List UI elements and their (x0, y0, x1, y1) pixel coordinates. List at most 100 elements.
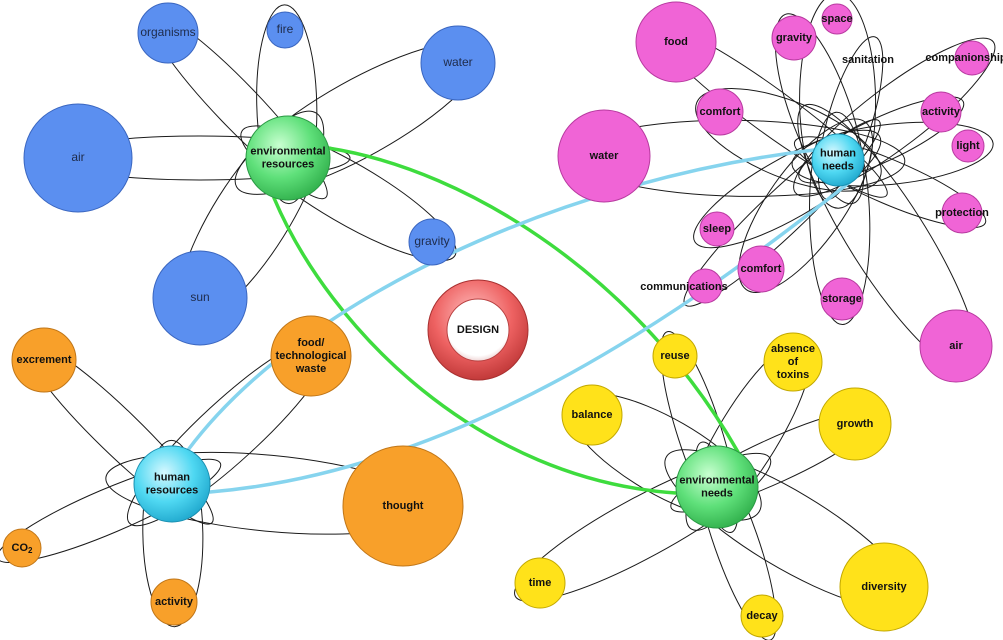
node-absence-of-toxins-circle (763, 332, 823, 392)
node-diversity-label: diversity (861, 581, 907, 593)
node-storage: storage (820, 277, 864, 321)
node-companionship-label: companionship (925, 52, 1003, 64)
node-organisms-label: organisms (140, 25, 195, 39)
node-companionship: companionship (925, 40, 1003, 76)
link-env-resources-to-env-needs-b (272, 196, 678, 495)
node-sun: sun (152, 250, 248, 346)
node-growth-label: growth (837, 418, 874, 430)
node-absence-of-toxins-label: of (788, 356, 799, 368)
hub-environmental-resources-circle (245, 115, 331, 201)
node-activity-label: activity (922, 106, 961, 118)
node-food-waste-circle (270, 315, 352, 397)
environmental_resources-orbit-gravity (240, 125, 457, 262)
node-gravity: gravity (408, 218, 456, 266)
environmental_needs-orbit-decay (695, 441, 777, 640)
node-reuse-circle (652, 333, 698, 379)
node-protection-circle (941, 192, 983, 234)
node-comfort-bottom-circle (737, 245, 785, 293)
node-air-label: air (71, 150, 84, 164)
node-water-label: water (442, 55, 472, 69)
human_needs-orbit-gravity (774, 13, 865, 205)
human_needs-orbit-companionship (793, 37, 996, 197)
design-label: DESIGN (457, 324, 499, 336)
node-water: water (420, 25, 496, 101)
node-sleep: sleep (699, 211, 735, 247)
node-protection-label: protection (935, 207, 989, 219)
link-human-resources-to-human-needs-b (208, 180, 852, 494)
node-air-circle (23, 103, 133, 213)
node-absence-of-toxins-label: absence (771, 343, 815, 355)
node-food-waste-label: technological (276, 350, 347, 362)
node-protection: protection (935, 192, 989, 234)
node-absence-of-toxins-label: toxins (777, 369, 809, 381)
node-activity: activity (920, 91, 962, 133)
environmental_needs-orbit-time (514, 452, 772, 602)
hub-environmental-needs-label: needs (701, 487, 733, 499)
node-activity: activity (150, 578, 198, 626)
node-gravity-circle (408, 218, 456, 266)
node-light-circle (951, 129, 985, 163)
node-growth-circle (818, 387, 892, 461)
hub-human-needs-circle (811, 133, 865, 187)
node-sun-label: sun (190, 290, 209, 304)
hub-environmental-resources-label: resources (262, 158, 315, 170)
node-comfort-bottom: comfort (737, 245, 785, 293)
node-fire-label: fire (277, 22, 294, 36)
design-inner-circle (446, 298, 510, 362)
hub-environmental-resources-label: environmental (250, 145, 325, 157)
hub-layer: environmentalresourceshumanneedshumanres… (133, 115, 865, 529)
node-storage-label: storage (822, 293, 862, 305)
node-organisms: organisms (137, 2, 199, 64)
node-time: time (514, 557, 566, 609)
node-sleep-circle (699, 211, 735, 247)
node-activity-label: activity (155, 596, 194, 608)
node-space: space (821, 3, 853, 35)
human_needs-orbit-storage (809, 111, 871, 326)
node-sun-circle (152, 250, 248, 346)
node-food-waste-label: food/ (298, 337, 325, 349)
node-excrement: excrement (11, 327, 77, 393)
node-balance: balance (561, 384, 623, 446)
node-water-label: water (589, 150, 619, 162)
node-balance-label: balance (572, 409, 613, 421)
node-air: air (23, 103, 133, 213)
design-center: DESIGN (427, 279, 529, 381)
node-organisms-circle (137, 2, 199, 64)
node-light-label: light (956, 140, 980, 152)
hub-human-resources-circle (133, 445, 211, 523)
node-co2: CO2 (2, 528, 42, 568)
hub-environmental-needs-circle (675, 445, 759, 529)
node-sanitation-label: sanitation (842, 54, 894, 66)
node-reuse-label: reuse (660, 350, 689, 362)
node-fire: fire (266, 11, 304, 49)
node-communications-label: communications (640, 281, 727, 293)
hub-human-resources-label: human (154, 471, 190, 483)
node-time-label: time (529, 577, 552, 589)
human_needs-orbit-comfort-top (695, 88, 882, 192)
node-diversity-circle (839, 542, 929, 632)
node-comfort-bottom-label: comfort (741, 263, 782, 275)
node-space-label: space (821, 13, 852, 25)
node-fire-circle (266, 11, 304, 49)
node-thought-circle (342, 445, 464, 567)
node-space-circle (821, 3, 853, 35)
node-thought-label: thought (383, 500, 424, 512)
node-food-label: food (664, 36, 688, 48)
node-co2-label: CO2 (12, 542, 34, 555)
hub-human-resources-label: resources (146, 484, 199, 496)
node-time-circle (514, 557, 566, 609)
node-comfort-top-label: comfort (700, 106, 741, 118)
human_needs-orbit-sleep (693, 129, 882, 249)
node-decay: decay (740, 594, 784, 638)
node-comfort-top-circle (696, 88, 744, 136)
node-co2-circle (2, 528, 42, 568)
node-storage-circle (820, 277, 864, 321)
node-communications: communications (640, 268, 728, 304)
